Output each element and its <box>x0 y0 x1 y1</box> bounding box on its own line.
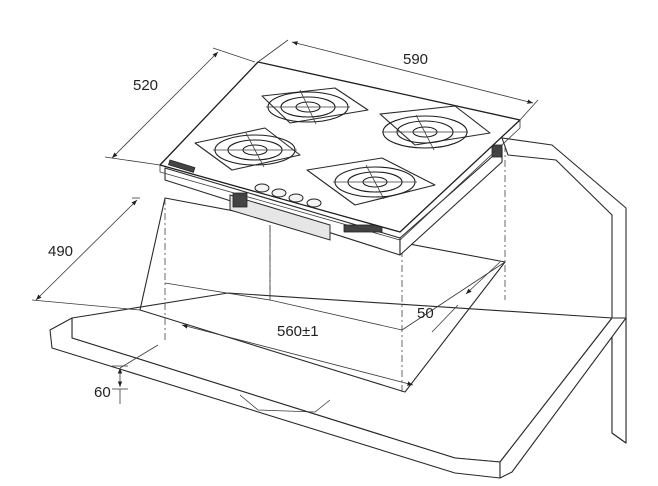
knob-2[interactable] <box>271 188 287 198</box>
dimension-depth: 520 <box>104 47 256 166</box>
hob <box>159 61 521 256</box>
dimension-cutout-width: 560±1 <box>181 323 414 386</box>
dimension-rear-gap: 50 <box>417 261 501 333</box>
side-panel <box>611 317 627 444</box>
dimension-counter-thickness: 60 <box>94 344 159 404</box>
knob-4[interactable] <box>306 198 322 208</box>
burner-rear-right <box>382 114 468 151</box>
dim-label-width: 590 <box>403 51 428 68</box>
burner-front-right <box>333 164 417 200</box>
hob-bracket <box>343 224 383 233</box>
dimension-cutout-depth: 490 <box>31 197 141 311</box>
pan-support-front-left <box>194 127 301 171</box>
pan-support-rear-right <box>379 105 491 146</box>
dim-label-cutout-width: 560±1 <box>277 323 319 340</box>
dim-label-depth: 520 <box>133 77 158 94</box>
knob-3[interactable] <box>288 193 304 203</box>
knob-1[interactable] <box>254 183 270 193</box>
dim-label-counter-thickness: 60 <box>94 384 111 401</box>
dim-label-cutout-depth: 490 <box>48 243 73 260</box>
hob-glass-top <box>159 61 521 233</box>
brand-badge <box>168 159 196 173</box>
cutout-inner-left <box>164 225 271 301</box>
hob-underside <box>229 194 331 241</box>
gas-connector <box>232 192 248 208</box>
pan-support-front-right <box>306 157 436 206</box>
cabinet-divider <box>239 394 331 413</box>
counter-right-edge <box>499 317 627 479</box>
dim-label-rear-gap: 50 <box>417 305 434 322</box>
dimension-width: 590 <box>257 39 539 121</box>
hob-glass-edge <box>159 120 521 241</box>
rear-clip <box>491 144 503 158</box>
